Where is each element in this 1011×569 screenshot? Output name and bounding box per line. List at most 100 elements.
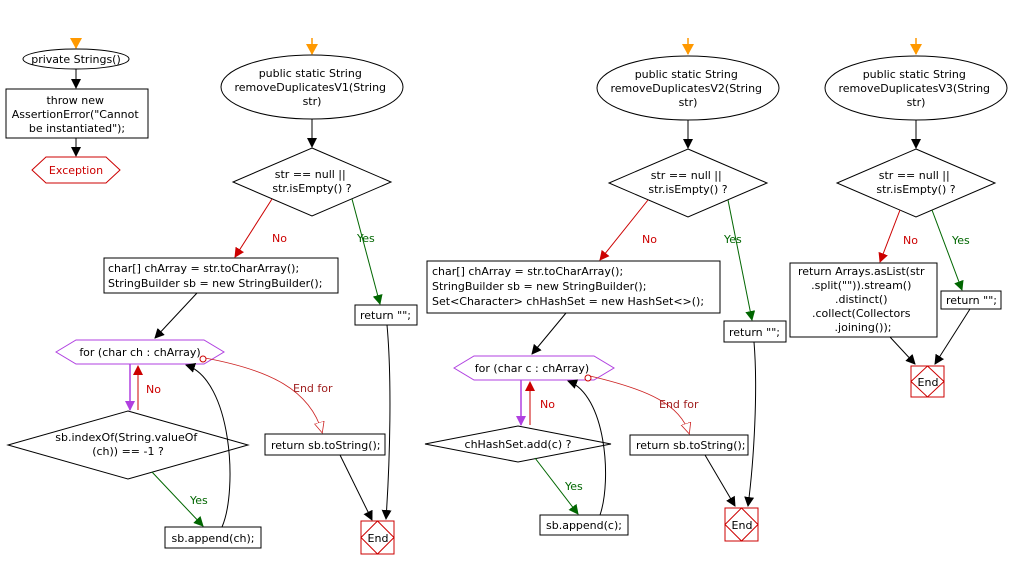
- edge: [704, 454, 736, 507]
- v1-null-check-node: [231, 147, 393, 217]
- end-for-edge: [589, 375, 689, 433]
- v3-null-check: str == null || str.isEmpty() ?: [876, 169, 955, 196]
- signature-line: public static String: [635, 68, 738, 81]
- no-label: No: [642, 233, 657, 246]
- loop-exit-port: [199, 355, 207, 363]
- v2-end-label: End: [732, 519, 753, 532]
- signature-line: str): [907, 96, 926, 109]
- yes-edge: [534, 457, 579, 515]
- stream-line: .joining());: [835, 321, 892, 334]
- condition-line: str == null ||: [879, 169, 950, 182]
- no-label: No: [272, 232, 287, 245]
- no-label: No: [540, 398, 555, 411]
- condition-line: str == null ||: [651, 169, 722, 182]
- signature-line: str): [303, 95, 322, 108]
- v3-return-stream: return Arrays.asList(str .split("")).str…: [798, 265, 928, 334]
- condition-line: (ch)) == -1 ?: [92, 445, 164, 458]
- v3-end-diamond: [910, 365, 945, 398]
- constructor-signature: private Strings(): [31, 53, 121, 66]
- v3-return-empty-node: [940, 290, 1002, 310]
- v2-return-empty: return "";: [729, 326, 780, 339]
- v1-return-result-node: [264, 433, 386, 456]
- exception-label: Exception: [49, 164, 103, 177]
- v2-end-diamond: [724, 507, 759, 542]
- v2-return-result-node: [629, 434, 749, 456]
- loop-exit-port: [584, 374, 592, 382]
- end-for-edge: [204, 357, 322, 432]
- v3-return-empty: return "";: [946, 294, 997, 307]
- edge: [889, 336, 916, 365]
- init-line: Set<Character> chHashSet = new HashSet<>…: [432, 295, 704, 308]
- v1-loop: for (char ch : chArray): [79, 346, 200, 359]
- yes-edge: [351, 198, 383, 305]
- v2-hashset-check: chHashSet.add(c) ?: [465, 438, 572, 451]
- edge: [531, 312, 567, 355]
- v1-append-node: [164, 526, 262, 549]
- yes-edge: [727, 199, 756, 321]
- v3-end-label: End: [918, 376, 939, 389]
- condition-line: str.isEmpty() ?: [648, 183, 727, 196]
- end-for-label: End for: [293, 382, 333, 395]
- v2-hashset-check-node: [424, 425, 612, 463]
- v2-flow: public static String removeDuplicatesV2(…: [424, 38, 787, 542]
- v1-init-node: [103, 257, 339, 294]
- v1-init: char[] chArray = str.toCharArray(); Stri…: [108, 262, 322, 290]
- v2-append: sb.append(c);: [546, 519, 622, 532]
- yes-edge: [931, 209, 964, 291]
- end-for-label: End for: [659, 398, 699, 411]
- v1-return-empty: return "";: [360, 309, 411, 322]
- edge: [381, 324, 392, 520]
- edge: [154, 292, 198, 339]
- v3-flow: public static String removeDuplicatesV3(…: [789, 38, 1008, 398]
- no-edge: [599, 199, 649, 261]
- v1-flow: public static String removeDuplicatesV1(…: [6, 38, 418, 555]
- signature-line: removeDuplicatesV1(String: [234, 81, 386, 94]
- v1-end-diamond: [360, 520, 395, 555]
- v2-return-result: return sb.toString();: [636, 439, 746, 452]
- condition-line: str.isEmpty() ?: [876, 183, 955, 196]
- v2-signature: public static String removeDuplicatesV2(…: [610, 68, 765, 109]
- v1-end-label: End: [368, 532, 389, 545]
- v2-loop-node: [453, 355, 615, 381]
- stream-line: .distinct(): [835, 293, 888, 306]
- signature-line: removeDuplicatesV2(String: [610, 82, 762, 95]
- v1-return-result: return sb.toString();: [271, 439, 381, 452]
- signature-line: public static String: [863, 68, 966, 81]
- yes-label: Yes: [723, 233, 742, 246]
- v2-return-empty-node: [723, 320, 787, 343]
- yes-label: Yes: [189, 494, 208, 507]
- no-edge: [234, 198, 273, 258]
- edge: [934, 308, 971, 365]
- condition-line: str == null ||: [275, 168, 346, 181]
- init-line: char[] chArray = str.toCharArray();: [108, 262, 299, 275]
- init-line: char[] chArray = str.toCharArray();: [432, 265, 623, 278]
- v1-null-check: str == null || str.isEmpty() ?: [272, 168, 351, 195]
- signature-line: public static String: [259, 67, 362, 80]
- condition-line: sb.indexOf(String.valueOf: [55, 431, 198, 444]
- no-edge: [878, 209, 901, 263]
- init-line: StringBuilder sb = new StringBuilder();: [432, 280, 646, 293]
- yes-edge: [151, 471, 204, 527]
- edge: [339, 454, 373, 521]
- v1-signature: public static String removeDuplicatesV1(…: [234, 67, 389, 108]
- loop-back-edge: [185, 363, 231, 528]
- edge: [744, 341, 757, 507]
- throw-statement: throw new AssertionError("Cannot be inst…: [12, 94, 142, 135]
- throw-line: AssertionError("Cannot: [12, 108, 140, 121]
- v2-null-check-node: [607, 148, 769, 218]
- v3-null-check-node: [835, 148, 997, 218]
- v2-init: char[] chArray = str.toCharArray(); Stri…: [432, 265, 704, 308]
- yes-label: Yes: [356, 232, 375, 245]
- throw-node: [5, 88, 149, 139]
- v2-init-node: [426, 260, 721, 314]
- v3-return-stream-node: [789, 262, 938, 338]
- v1-return-empty-node: [354, 304, 418, 326]
- stream-line: .collect(Collectors: [812, 307, 911, 320]
- v2-null-check: str == null || str.isEmpty() ?: [648, 169, 727, 196]
- v3-signature: public static String removeDuplicatesV3(…: [838, 68, 993, 109]
- v2-loop: for (char c : chArray): [475, 362, 589, 375]
- throw-line: throw new: [46, 94, 104, 107]
- v1-indexof-check-node: [6, 410, 250, 480]
- v1-append: sb.append(ch);: [172, 532, 255, 545]
- signature-line: str): [679, 96, 698, 109]
